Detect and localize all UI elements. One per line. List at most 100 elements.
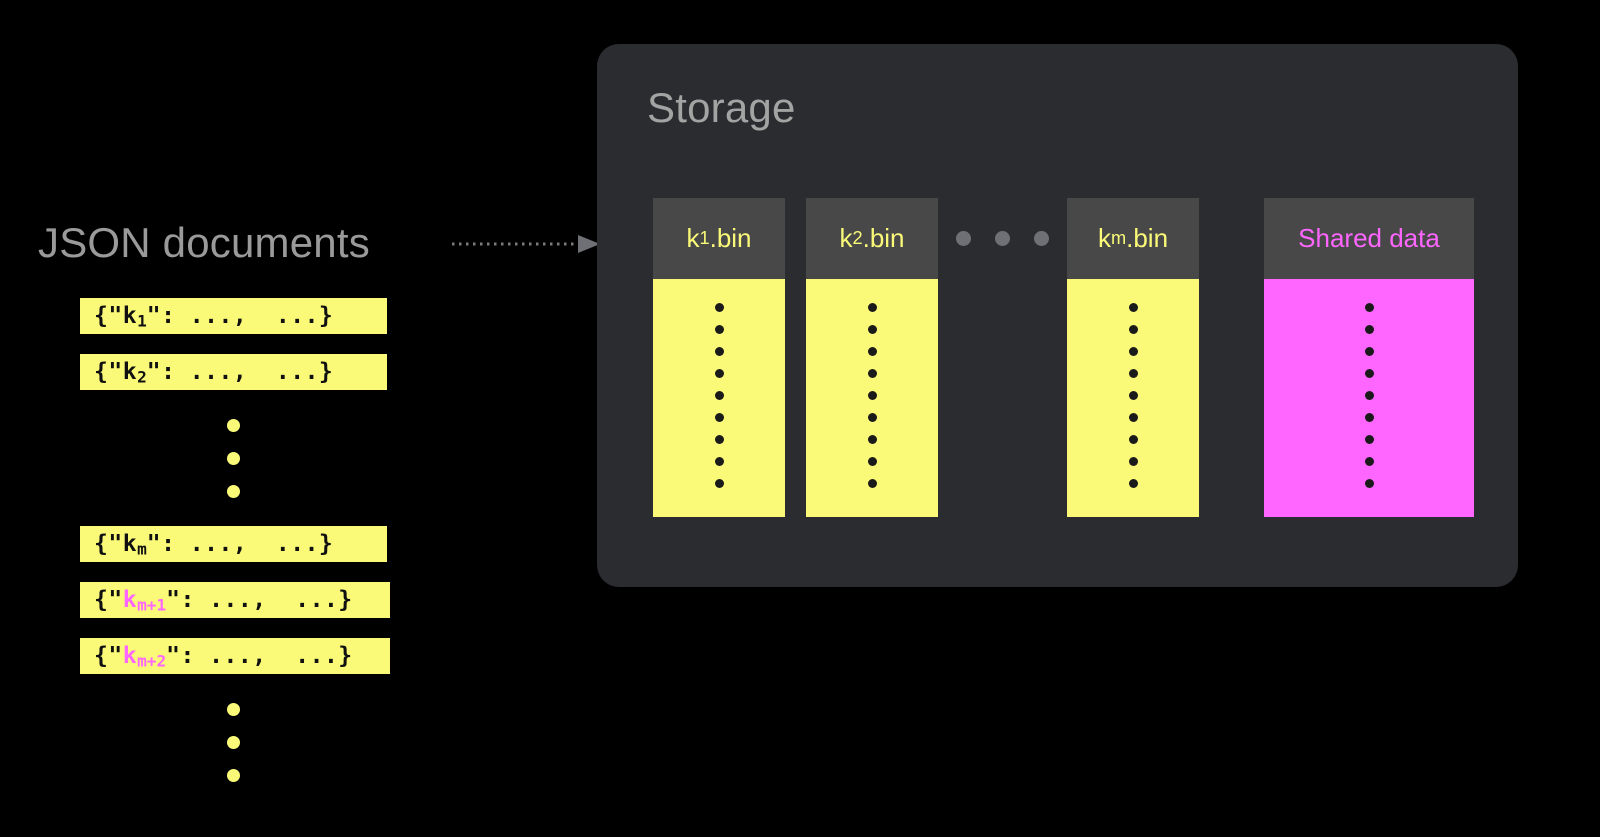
bin-label-suffix: .bin — [709, 223, 752, 253]
ellipsis-dot — [227, 735, 240, 749]
doc-suffix: ": ..., ...} — [146, 359, 334, 385]
json-document-doc-km1: {"km+1": ..., ...} — [80, 582, 390, 618]
json-document-list: {"k1": ..., ...}{"k2": ..., ...}{"km": .… — [80, 298, 480, 810]
bin-record-dot — [867, 391, 877, 400]
doc-key: km — [122, 531, 147, 559]
json-documents-column: JSON documents {"k1": ..., ...}{"k2": ..… — [0, 0, 600, 837]
bin-body — [1264, 279, 1474, 517]
json-documents-title: JSON documents — [38, 219, 370, 266]
bin-record-dot — [714, 479, 724, 488]
doc-prefix: {" — [94, 303, 123, 329]
document-ellipsis-upper — [80, 410, 387, 506]
json-document-doc-km: {"km": ..., ...} — [80, 526, 387, 562]
doc-suffix: ": ..., ...} — [146, 303, 334, 329]
json-document-doc-km2: {"km+2": ..., ...} — [80, 638, 390, 674]
doc-key: k1 — [122, 303, 147, 331]
bin-record-dot — [714, 369, 724, 378]
bin-record-dot — [714, 457, 724, 466]
bin-record-dot — [1128, 303, 1138, 312]
bin-record-dot — [1128, 347, 1138, 356]
arrow-head — [578, 235, 600, 253]
doc-key-subscript: m+1 — [137, 595, 167, 615]
bin-record-dot — [1128, 457, 1138, 466]
ellipsis-dot — [227, 484, 240, 498]
bin-record-dot — [1128, 391, 1138, 400]
doc-prefix: {" — [94, 531, 123, 557]
bin-record-dot — [1128, 325, 1138, 334]
doc-suffix: ": ..., ...} — [166, 643, 353, 669]
bin-label-subscript: m — [1110, 228, 1127, 248]
bin-record-dot — [867, 325, 877, 334]
bin-body — [1067, 279, 1199, 517]
ellipsis-dot — [227, 702, 240, 716]
bin-record-dot — [714, 413, 724, 422]
bin-record-dot — [1364, 303, 1374, 312]
doc-prefix: {" — [94, 643, 123, 669]
ellipsis-dot — [995, 231, 1010, 246]
bin-record-dot — [714, 391, 724, 400]
doc-key-subscript: 1 — [137, 311, 147, 331]
bin-label-base: k — [839, 223, 853, 253]
bin-body — [653, 279, 785, 517]
doc-prefix: {" — [94, 359, 123, 385]
doc-key: km+2 — [122, 643, 167, 671]
bin-record-dot — [1364, 325, 1374, 334]
bin-record-dot — [867, 347, 877, 356]
bin-record-dot — [714, 325, 724, 334]
bin-header-label: Shared data — [1264, 198, 1474, 279]
doc-key-subscript: 2 — [137, 367, 147, 387]
bin-record-dot — [714, 347, 724, 356]
bin-record-dot — [714, 303, 724, 312]
bin-body — [806, 279, 938, 517]
bin-label-suffix: .bin — [1126, 223, 1169, 253]
bin-label-subscript: 1 — [699, 228, 710, 248]
ellipsis-dot — [956, 231, 971, 246]
ellipsis-dot — [227, 451, 240, 465]
doc-key-subscript: m+2 — [137, 651, 167, 671]
bin-record-dot — [1128, 435, 1138, 444]
bin-record-dot — [1128, 413, 1138, 422]
bin-record-dot — [867, 413, 877, 422]
ellipsis-dot — [1034, 231, 1049, 246]
bin-label-base: Shared data — [1298, 223, 1440, 253]
bin-record-dot — [1364, 435, 1374, 444]
bin-record-dot — [867, 435, 877, 444]
bin-record-dot — [1364, 413, 1374, 422]
doc-suffix: ": ..., ...} — [146, 531, 334, 557]
storage-panel-title: Storage — [647, 84, 796, 131]
storage-bin-bin-shared: Shared data — [1264, 198, 1474, 517]
bin-record-dot — [714, 435, 724, 444]
bin-label-subscript: 2 — [852, 228, 863, 248]
bin-record-dot — [1128, 369, 1138, 378]
doc-key-subscript: m — [137, 539, 147, 559]
bin-record-dot — [867, 369, 877, 378]
bin-record-dot — [1128, 479, 1138, 488]
dotted-arrow-icon — [452, 235, 600, 253]
json-document-doc-k1: {"k1": ..., ...} — [80, 298, 387, 334]
bin-record-dot — [867, 303, 877, 312]
doc-key: km+1 — [122, 587, 167, 615]
bin-label-base: k — [686, 223, 700, 253]
ellipsis-dot — [227, 418, 240, 432]
ellipsis-dot — [227, 768, 240, 782]
bin-record-dot — [867, 479, 877, 488]
doc-prefix: {" — [94, 587, 123, 613]
bin-record-dot — [1364, 369, 1374, 378]
bin-record-dot — [1364, 391, 1374, 400]
bin-label-suffix: .bin — [862, 223, 905, 253]
bin-record-dot — [1364, 479, 1374, 488]
bin-record-dot — [1364, 457, 1374, 466]
json-document-doc-k2: {"k2": ..., ...} — [80, 354, 387, 390]
bin-record-dot — [1364, 347, 1374, 356]
bins-horizontal-ellipsis — [938, 198, 1067, 279]
doc-suffix: ": ..., ...} — [166, 587, 353, 613]
bin-label-base: k — [1097, 223, 1111, 253]
